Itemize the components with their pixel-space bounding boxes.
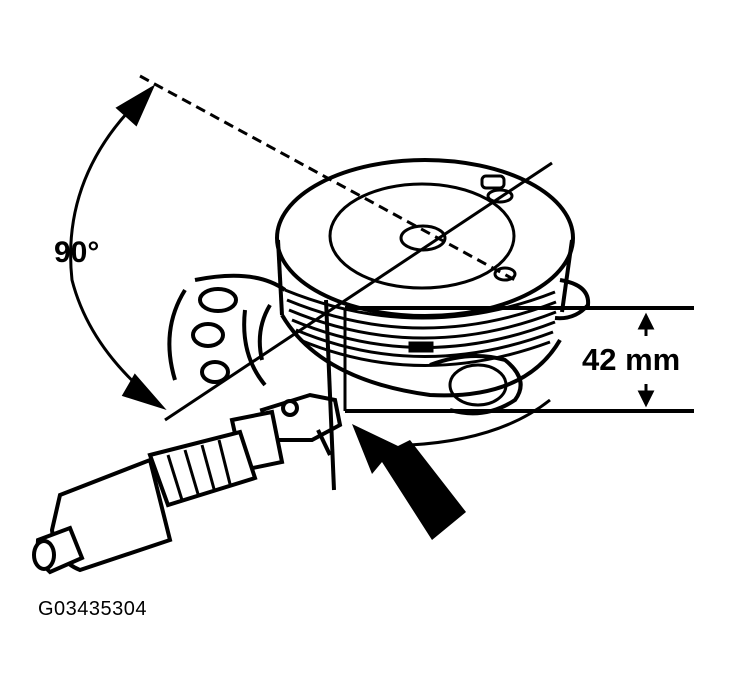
piston (257, 158, 591, 416)
pointer-arrow (352, 424, 466, 540)
dimension-label: 42 mm (582, 342, 680, 377)
figure-id: G03435304 (38, 598, 148, 620)
angle-label: 90° (54, 236, 99, 269)
angle-arc (69, 84, 167, 411)
dimension-arrows (637, 312, 655, 408)
support-stand (167, 273, 287, 387)
ring-grooves (284, 288, 557, 367)
micrometer (32, 392, 343, 575)
measure-lines (139, 74, 694, 491)
